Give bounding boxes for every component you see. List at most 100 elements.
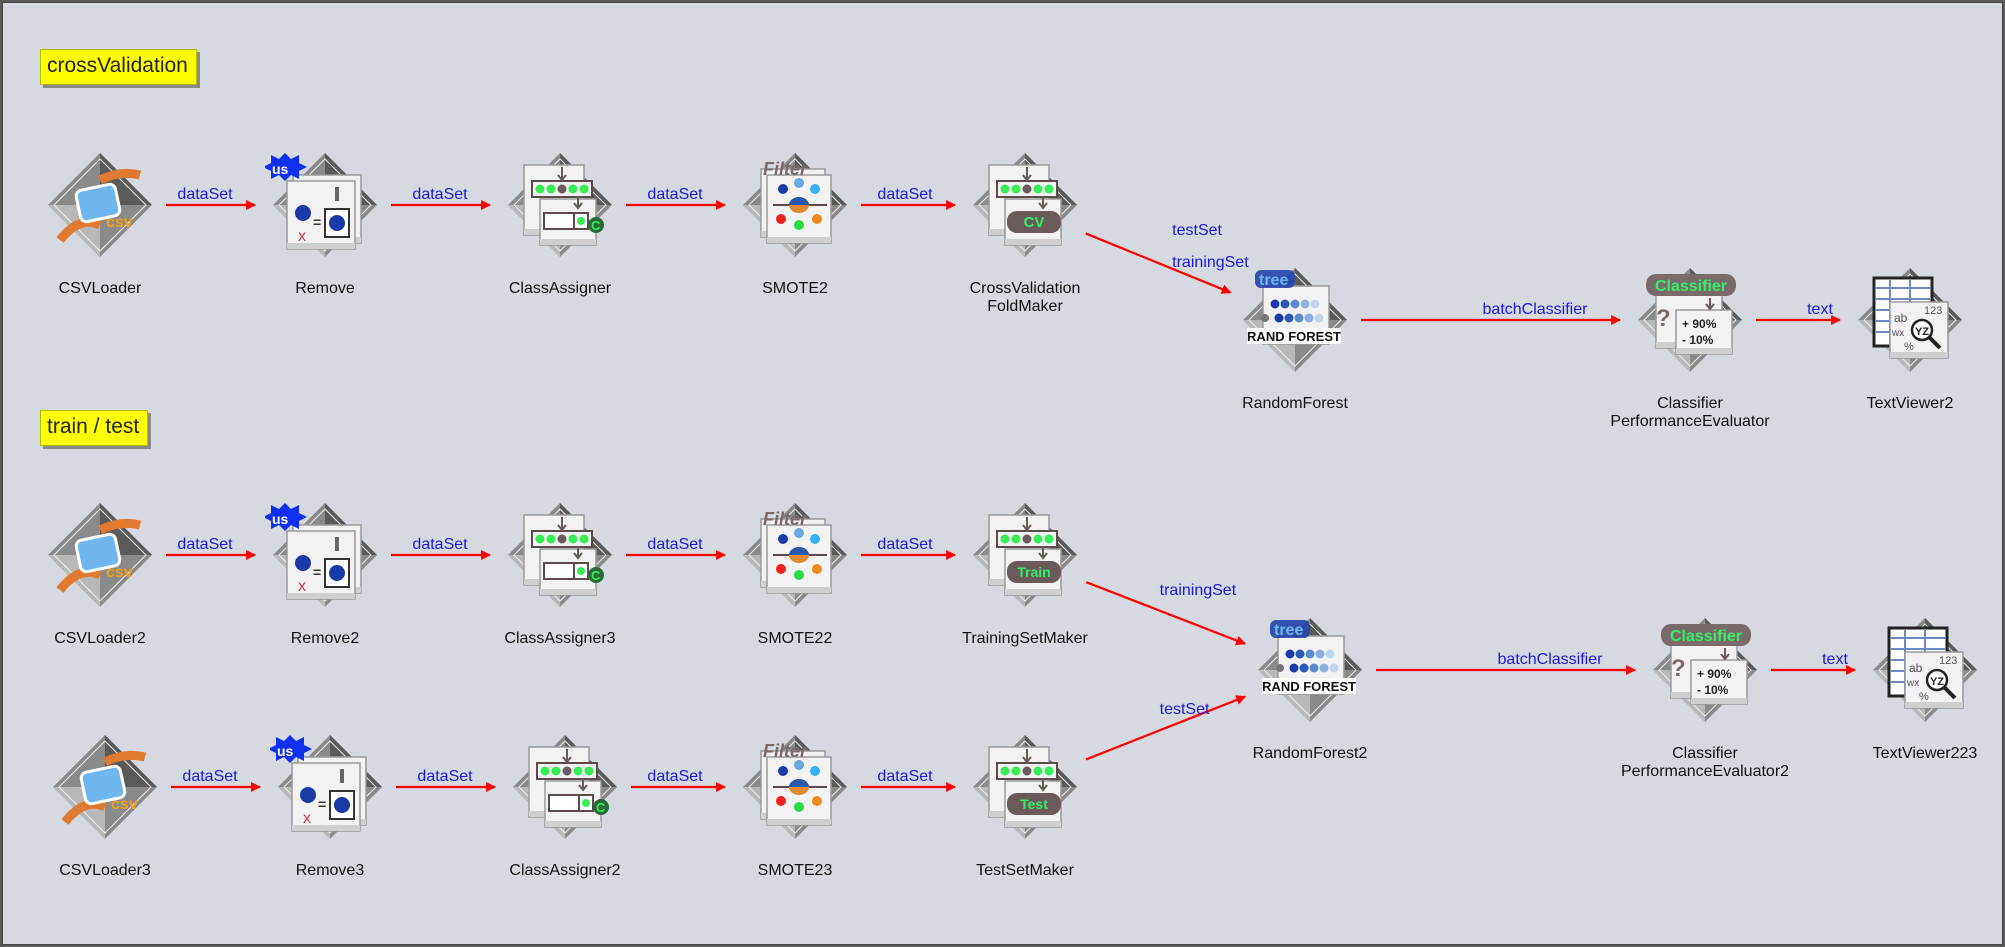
svg-text:+ 90%: + 90%: [1697, 667, 1732, 681]
svg-text:wx: wx: [1906, 678, 1919, 689]
svg-text:C: C: [591, 218, 601, 233]
node-label-line: FoldMaker: [987, 298, 1063, 315]
node-label-line: SMOTE2: [762, 280, 828, 297]
svg-text:us: us: [272, 161, 289, 177]
node-label-line: PerformanceEvaluator2: [1620, 763, 1790, 780]
svg-text:Filter: Filter: [763, 509, 808, 529]
node-label-line: TestSetMaker: [976, 862, 1074, 879]
svg-text:x: x: [298, 228, 306, 245]
svg-text:RAND FOREST: RAND FOREST: [1262, 679, 1356, 694]
node-label-line: TextViewer223: [1872, 745, 1978, 762]
node-label: Remove: [205, 280, 445, 298]
svg-text:tree: tree: [1274, 622, 1303, 639]
note-train-test[interactable]: train / test: [40, 410, 149, 446]
node-label: ClassAssigner: [440, 280, 680, 298]
node-cvfoldmaker[interactable]: CV: [965, 145, 1085, 265]
svg-text:?: ?: [1671, 655, 1686, 682]
svg-text:=: =: [318, 796, 326, 812]
svg-text:x: x: [303, 810, 311, 827]
text-viewer-icon: ab 123 wx % YZ: [1873, 618, 1977, 722]
class-assigner-icon: C: [508, 153, 612, 257]
csv-loader-icon: csv: [48, 153, 152, 257]
node-label-line: ClassAssigner3: [504, 630, 616, 647]
node-label-line: SMOTE23: [757, 862, 833, 879]
node-label-line: PerformanceEvaluator: [1610, 413, 1770, 430]
node-label: ClassAssigner3: [440, 630, 680, 648]
node-textviewer223[interactable]: ab 123 wx % YZ: [1865, 610, 1985, 730]
cv-foldmaker-icon: CV: [973, 153, 1077, 257]
svg-text:us: us: [272, 511, 289, 527]
node-cpe[interactable]: Classifier ? + 90% - 10%: [1630, 260, 1750, 380]
node-label: RandomForest2: [1190, 745, 1430, 763]
node-label-line: CrossValidation: [969, 280, 1081, 297]
smote-filter-icon: Filter: [743, 153, 847, 257]
node-classassigner[interactable]: C: [500, 145, 620, 265]
node-classassigner3[interactable]: C: [500, 495, 620, 615]
node-label: CSVLoader: [0, 280, 220, 298]
classifier-performance-evaluator-icon: Classifier ? + 90% - 10%: [1638, 268, 1742, 372]
svg-text:wx: wx: [1891, 328, 1904, 339]
svg-text:C: C: [591, 568, 601, 583]
svg-text:YZ: YZ: [1915, 326, 1929, 338]
random-forest-icon: tree RAND FOREST: [1243, 268, 1347, 372]
node-label-line: Remove3: [295, 862, 365, 879]
node-label-line: ClassAssigner2: [509, 862, 621, 879]
node-classassigner2[interactable]: C: [505, 727, 625, 847]
node-label-line: CSVLoader3: [59, 862, 151, 879]
node-label-line: SMOTE22: [757, 630, 833, 647]
remove-filter-icon: us x =: [270, 735, 382, 839]
svg-text:csv: csv: [106, 214, 133, 231]
svg-text:Filter: Filter: [763, 741, 808, 761]
node-cpe2[interactable]: Classifier ? + 90% - 10%: [1645, 610, 1765, 730]
node-textviewer2[interactable]: ab 123 wx % YZ: [1850, 260, 1970, 380]
svg-text:Train: Train: [1017, 564, 1050, 580]
svg-text:Classifier: Classifier: [1655, 278, 1727, 295]
svg-text:CV: CV: [1024, 214, 1045, 231]
note-crossvalidation[interactable]: crossValidation: [40, 49, 197, 85]
node-label: TrainingSetMaker: [905, 630, 1145, 648]
node-remove3[interactable]: us x =: [270, 727, 390, 847]
svg-text:ab: ab: [1894, 311, 1908, 325]
svg-text:- 10%: - 10%: [1697, 683, 1729, 697]
node-label: CSVLoader3: [0, 862, 225, 880]
node-testsetmaker[interactable]: Test: [965, 727, 1085, 847]
node-label-line: Remove: [295, 280, 355, 297]
node-label-line: RandomForest: [1242, 395, 1348, 412]
node-randomforest2[interactable]: tree RAND FOREST: [1250, 610, 1370, 730]
svg-text:+ 90%: + 90%: [1682, 317, 1717, 331]
node-trainingsetmaker[interactable]: Train: [965, 495, 1085, 615]
svg-text:- 10%: - 10%: [1682, 333, 1714, 347]
node-label-line: RandomForest2: [1252, 745, 1368, 762]
node-smote22[interactable]: Filter: [735, 495, 855, 615]
svg-text:RAND FOREST: RAND FOREST: [1247, 329, 1341, 344]
svg-text:123: 123: [1924, 305, 1942, 317]
svg-text:us: us: [277, 743, 294, 759]
node-label: SMOTE22: [675, 630, 915, 648]
svg-text:csv: csv: [111, 796, 138, 813]
node-label-line: CSVLoader2: [54, 630, 146, 647]
svg-text:tree: tree: [1259, 272, 1288, 289]
smote-filter-icon: Filter: [743, 735, 847, 839]
node-smote2[interactable]: Filter: [735, 145, 855, 265]
node-remove2[interactable]: us x =: [265, 495, 385, 615]
class-assigner-icon: C: [508, 503, 612, 607]
node-csvloader2[interactable]: csv: [40, 495, 160, 615]
classifier-performance-evaluator-icon: Classifier ? + 90% - 10%: [1653, 618, 1757, 722]
node-smote23[interactable]: Filter: [735, 727, 855, 847]
node-label-line: TextViewer2: [1866, 395, 1954, 412]
node-csvloader[interactable]: csv: [40, 145, 160, 265]
svg-text:Classifier: Classifier: [1670, 628, 1742, 645]
node-label: TextViewer2: [1790, 395, 2005, 413]
node-remove[interactable]: us x =: [265, 145, 385, 265]
class-assigner-icon: C: [513, 735, 617, 839]
node-label: Remove2: [205, 630, 445, 648]
node-label: RandomForest: [1175, 395, 1415, 413]
training-set-maker-icon: Train: [973, 503, 1077, 607]
node-csvloader3[interactable]: csv: [45, 727, 165, 847]
node-randomforest[interactable]: tree RAND FOREST: [1235, 260, 1355, 380]
svg-text:=: =: [313, 564, 321, 580]
svg-text:=: =: [313, 214, 321, 230]
remove-filter-icon: us x =: [265, 503, 377, 607]
node-label: SMOTE2: [675, 280, 915, 298]
